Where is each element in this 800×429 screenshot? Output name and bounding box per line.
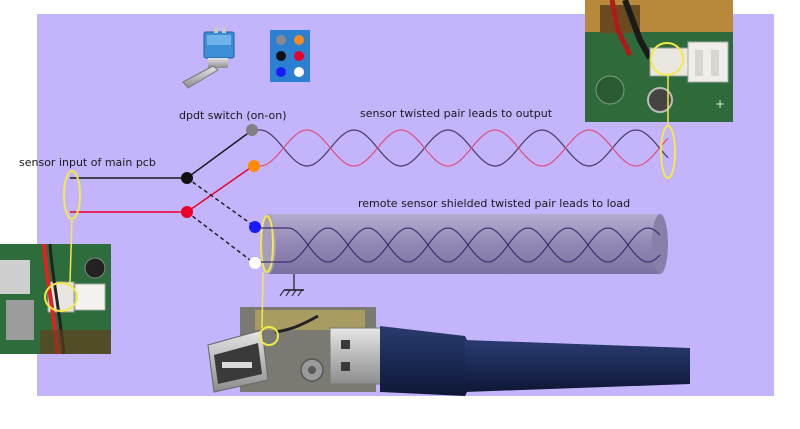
shield-entry-highlight [260, 215, 274, 273]
toggle-switch-photo [182, 27, 235, 89]
ground-icon [279, 274, 304, 297]
switch-label: dpdt switch (on-on) [179, 109, 287, 122]
pcb-left-highlight [44, 282, 78, 312]
switch-common-terminal-black [181, 172, 193, 184]
switch-terminal-white [249, 257, 261, 269]
pinout-dot-white [294, 67, 304, 77]
switch-common-terminal-red [181, 206, 193, 218]
pcb-top-highlight [650, 42, 684, 76]
pinout-dot-blue [276, 67, 286, 77]
twisted-pair [252, 74, 676, 179]
shielded-cable [260, 214, 668, 274]
shielded-pair-wave-b [287, 227, 661, 263]
shielded-pair-wave-a [287, 227, 661, 263]
twisted-pair-wire-pink [254, 129, 669, 167]
switch-terminal-gray [246, 124, 258, 136]
svg-text:+: + [715, 97, 725, 111]
twisted-pair-wire-dark [252, 129, 669, 167]
switch-terminal-blue [249, 221, 261, 233]
pinout-dot-black [276, 51, 286, 61]
usb-leader-line [261, 271, 264, 329]
sensor-input-leader-line [69, 218, 73, 284]
pinout-dot-orange [294, 35, 304, 45]
sensor-input-label: sensor input of main pcb [19, 156, 156, 169]
usb-connector-photo [207, 271, 690, 396]
pinout-dot-red [294, 51, 304, 61]
twisted-pair-label: sensor twisted pair leads to output [360, 107, 553, 120]
switch-wiring [63, 124, 288, 284]
main-pcb-photo [0, 243, 111, 355]
shielded-pair-label: remote sensor shielded twisted pair lead… [358, 197, 630, 210]
switch-terminal-orange [248, 160, 260, 172]
switch-pinout-grid [270, 30, 310, 82]
pcb-connector-photo: + [585, 0, 733, 122]
usb-highlight [259, 326, 279, 346]
pinout-dot-gray [276, 35, 286, 45]
